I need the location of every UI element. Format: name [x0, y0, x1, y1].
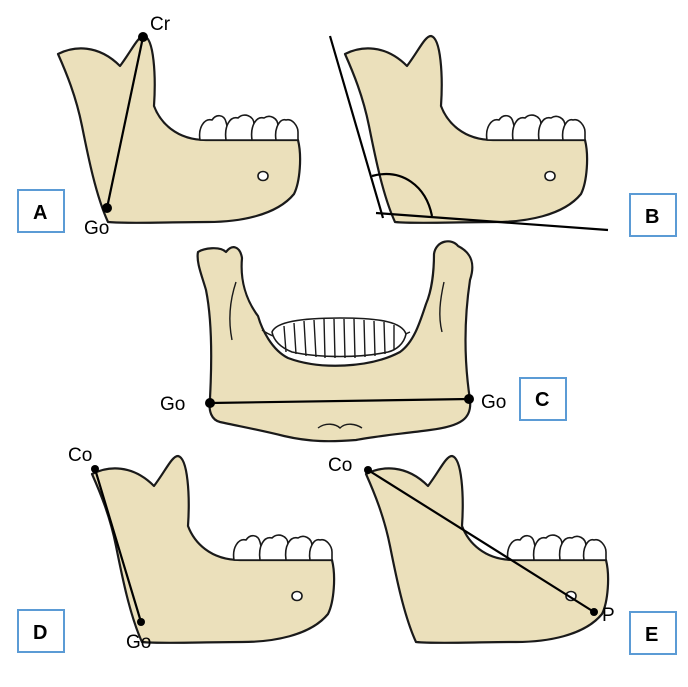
panel-label-box	[629, 193, 677, 237]
co-go-line	[93, 468, 143, 623]
mandible-frontal	[196, 240, 474, 443]
panel-c: Go Go C	[160, 240, 567, 443]
go-left-point	[205, 398, 215, 408]
panel-label: A	[33, 202, 47, 224]
panel-label-box	[17, 189, 65, 233]
co-label: Co	[328, 455, 352, 476]
go-left-label: Go	[160, 394, 185, 415]
co-point	[364, 466, 372, 474]
p-label: P	[602, 605, 615, 626]
go-label: Go	[126, 632, 151, 653]
cr-label: Cr	[150, 14, 171, 35]
gonial-angle-arc	[371, 173, 434, 217]
go-point	[102, 203, 112, 213]
cr-point	[138, 32, 148, 42]
go-label: Go	[84, 218, 109, 239]
lower-teeth-row	[271, 317, 407, 359]
go-right-point	[464, 394, 474, 404]
panel-b: B	[328, 34, 677, 237]
p-point	[590, 608, 598, 616]
panel-label: D	[33, 622, 47, 644]
panel-label-box	[17, 609, 65, 653]
co-label: Co	[68, 445, 92, 466]
panel-label-box	[629, 611, 677, 655]
panel-label-box	[519, 377, 567, 421]
co-point	[91, 465, 99, 473]
cr-go-line	[105, 36, 145, 209]
panel-d: Co Go D	[17, 445, 336, 653]
panel-label: E	[645, 624, 658, 646]
panel-label: C	[535, 389, 549, 411]
bigonial-line	[209, 397, 470, 405]
co-p-line	[367, 469, 595, 613]
panel-a: Cr Go A	[17, 14, 302, 239]
mandibular-plane-line	[375, 211, 609, 232]
ramus-tangent-line	[328, 35, 385, 219]
panel-label: B	[645, 206, 659, 228]
go-right-label: Go	[481, 392, 506, 413]
go-point	[137, 618, 145, 626]
panel-e: Co P E	[328, 454, 677, 655]
